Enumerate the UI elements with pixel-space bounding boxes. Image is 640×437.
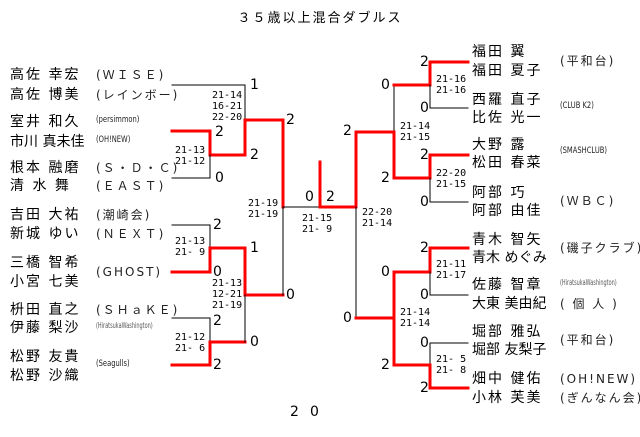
game-score: 21-16 21-16 — [436, 74, 467, 96]
match-point: 0 — [310, 404, 319, 420]
club-name: (ＳＨａＫＥ) — [96, 303, 180, 317]
match-point: 0 — [250, 334, 259, 350]
match-point: 2 — [213, 357, 222, 373]
player-name: 堀部 友梨子 — [472, 342, 547, 358]
player-name: 大東 美由紀 — [472, 296, 547, 312]
game-score: 21-14 16-21 22-20 — [212, 90, 243, 123]
club-name: (ぎんなん会) — [560, 391, 640, 405]
club-name: (OH!NEW) — [96, 135, 131, 145]
match-point: 2 — [326, 189, 335, 205]
club-name: (ＥＡＳＴ) — [96, 179, 166, 193]
match-point: 0 — [215, 170, 224, 186]
match-point: 2 — [213, 313, 222, 329]
player-name: 西羅 直子 — [472, 92, 543, 108]
club-name: (OH!NEW) — [560, 372, 638, 386]
player-name: 比佐 光一 — [472, 110, 543, 126]
match-point: 0 — [420, 335, 429, 351]
club-name: (平和台) — [560, 333, 616, 347]
game-score: 22-20 21-14 — [362, 207, 393, 229]
player-name: 新城 ゆい — [10, 226, 81, 242]
match-point: 0 — [420, 194, 429, 210]
player-name: 阿部 巧 — [472, 185, 527, 201]
player-name: 室井 和久 — [10, 114, 81, 130]
club-name: (CLUB K2) — [560, 101, 594, 111]
player-name: 高佐 博美 — [10, 87, 81, 103]
player-name: 高佐 幸宏 — [10, 67, 81, 83]
player-name: 松野 友貴 — [10, 349, 81, 365]
match-point: 2 — [343, 123, 352, 139]
club-name: (HiratsukaWashington) — [560, 278, 617, 287]
club-name: (潮崎会) — [96, 208, 152, 222]
player-name: 大野 露 — [472, 137, 527, 153]
match-point: 1 — [250, 77, 259, 93]
match-point: 2 — [420, 147, 429, 163]
match-point: 2 — [213, 217, 222, 233]
player-name: 枡田 直之 — [10, 302, 81, 318]
player-name: 根本 融磨 — [10, 160, 81, 176]
match-point: 0 — [343, 310, 352, 326]
player-name: 青木 めぐみ — [472, 250, 547, 266]
match-point: 0 — [420, 287, 429, 303]
game-score: 21-12 21- 6 — [175, 332, 206, 354]
club-name: (GHOST) — [96, 264, 163, 279]
player-name: 福田 夏子 — [472, 63, 543, 79]
game-score: 21-11 21-17 — [436, 259, 467, 281]
game-score: 21-19 21-19 — [248, 198, 279, 220]
club-name: (Ｓ・Ｄ・Ｃ) — [96, 161, 180, 175]
player-name: 吉田 大祐 — [10, 207, 81, 223]
player-name: 堀部 雅弘 — [472, 324, 543, 340]
match-point: 0 — [286, 287, 295, 303]
game-score: 21- 5 21- 8 — [436, 354, 467, 376]
match-point: 2 — [290, 404, 299, 420]
game-score: 21-15 21- 9 — [302, 213, 333, 235]
player-name: 畑中 健佑 — [472, 371, 543, 387]
game-score: 21-13 12-21 21-19 — [212, 278, 243, 311]
club-name: ( 個 人 ) — [560, 297, 619, 311]
player-name: 青木 智矢 — [472, 232, 543, 248]
club-name: (Seagulls) — [96, 358, 130, 369]
club-name: (レインボー) — [96, 88, 180, 102]
player-name: 佐藤 智章 — [472, 277, 543, 293]
game-score: 21-14 21-15 — [400, 121, 431, 143]
club-name: (persimmon) — [96, 115, 140, 125]
page-title: ３５歳以上混合ダブルス — [237, 11, 403, 26]
player-name: 阿部 由佳 — [472, 203, 543, 219]
match-point: 2 — [381, 357, 390, 373]
player-name: 伊藤 梨沙 — [10, 320, 81, 336]
match-point: 0 — [305, 189, 314, 205]
club-name: (磯子クラブ) — [560, 241, 640, 255]
club-name: (ＷＢＣ) — [560, 194, 616, 208]
player-name: 松田 春菜 — [472, 155, 543, 171]
match-point: 1 — [250, 240, 259, 256]
match-point: 2 — [381, 170, 390, 186]
club-name: (SMASHCLUB) — [560, 146, 608, 156]
club-name: (HiratsukaWashington) — [96, 321, 153, 330]
game-score: 21-13 21-12 — [175, 145, 206, 167]
player-name: 三橋 智希 — [10, 255, 81, 271]
player-name: 小宮 七美 — [10, 274, 81, 290]
match-point: 0 — [420, 100, 429, 116]
player-name: 市川 真未佳 — [10, 134, 85, 150]
match-point: 0 — [213, 264, 222, 280]
player-name: 松野 沙織 — [10, 368, 81, 384]
game-score: 21-13 21- 9 — [175, 236, 206, 258]
match-point: 2 — [420, 54, 429, 70]
match-point: 2 — [250, 147, 259, 163]
match-point: 0 — [381, 264, 390, 280]
club-name: (平和台) — [560, 53, 616, 68]
game-score: 22-20 21-15 — [436, 168, 467, 190]
game-score: 21-14 21-14 — [400, 307, 431, 329]
player-name: 小林 芙美 — [472, 390, 543, 406]
player-name: 清 水 舞 — [10, 178, 71, 194]
match-point: 2 — [420, 380, 429, 396]
player-name: 福田 翼 — [472, 44, 527, 60]
club-name: (ＷＩＳＥ) — [96, 68, 166, 82]
match-point: 2 — [215, 124, 224, 140]
club-name: (ＮＥＸＴ) — [96, 227, 166, 241]
match-point: 0 — [381, 77, 390, 93]
match-point: 2 — [286, 112, 295, 128]
match-point: 2 — [420, 240, 429, 256]
